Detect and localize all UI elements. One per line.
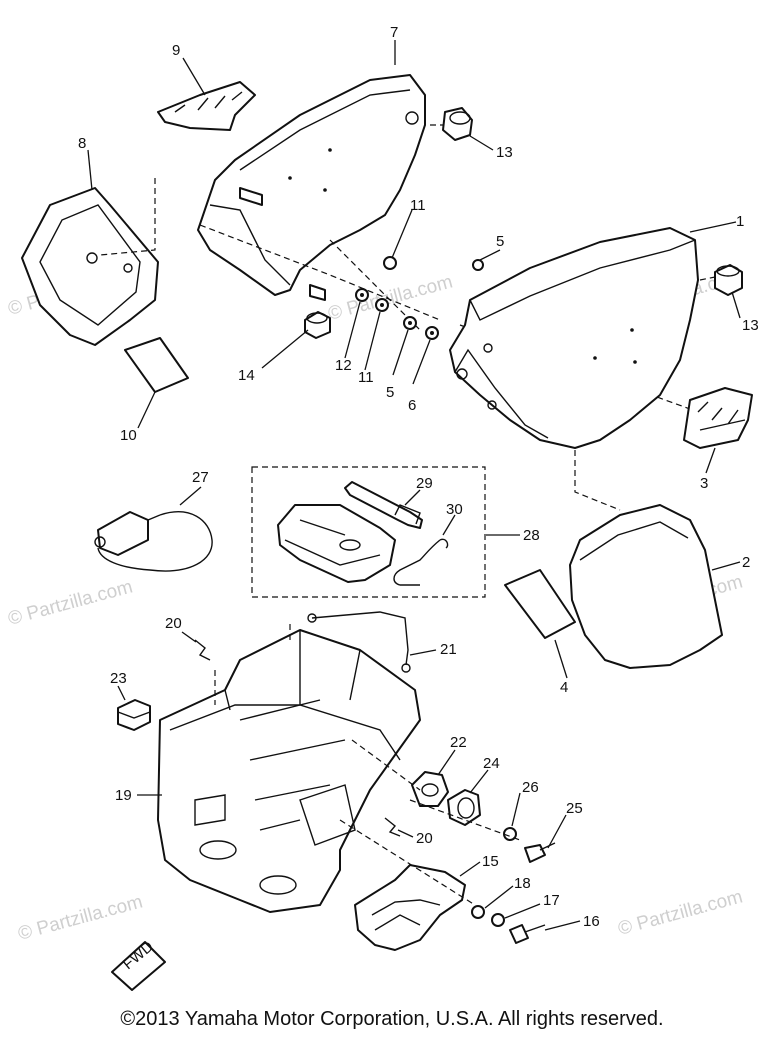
callout-7: 7	[390, 24, 398, 41]
callout-16: 16	[583, 913, 600, 930]
callout-14: 14	[238, 367, 255, 384]
clip-20	[194, 639, 401, 837]
tool-kit-group	[251, 466, 486, 598]
callout-15: 15	[482, 853, 499, 870]
callout-20: 20	[165, 615, 182, 632]
callout-24: 24	[483, 755, 500, 772]
connector-23	[117, 699, 151, 731]
cable-21	[307, 611, 411, 673]
bolt-25-26	[503, 827, 556, 863]
callout-19: 19	[115, 787, 132, 804]
grommet-13	[442, 107, 743, 296]
callout-10: 10	[120, 427, 137, 444]
callout-8: 8	[78, 135, 86, 152]
callout-21: 21	[440, 641, 457, 658]
callout-11: 11	[410, 197, 426, 214]
callout-25: 25	[566, 800, 583, 817]
watermark: © Partzilla.com	[6, 576, 135, 629]
watermark: © Partzilla.com	[16, 891, 145, 944]
pad-10	[124, 337, 189, 393]
callout-5: 5	[386, 384, 394, 401]
callouts: 7 9 8 13 11 1 5 13 14 12 11 5 6 10 3 27 …	[78, 24, 759, 930]
callout-22: 22	[450, 734, 467, 751]
rubber-22	[411, 771, 449, 807]
leader-lines	[87, 40, 741, 931]
callout-17: 17	[543, 892, 560, 909]
side-cover-2	[569, 504, 723, 669]
callout-13: 13	[742, 317, 759, 334]
bracket-8	[21, 187, 159, 346]
callout-4: 4	[560, 679, 568, 696]
fasteners-16-18	[471, 905, 546, 944]
callout-29: 29	[416, 475, 433, 492]
callout-2: 2	[742, 554, 750, 571]
callout-20: 20	[416, 830, 433, 847]
lower-guides	[214, 622, 521, 906]
callout-18: 18	[514, 875, 531, 892]
callout-5: 5	[496, 233, 504, 250]
relay-27	[94, 511, 213, 572]
callout-26: 26	[522, 779, 539, 796]
bracket-15	[354, 864, 466, 951]
pad-4	[504, 569, 576, 639]
callout-3: 3	[700, 475, 708, 492]
washers	[355, 256, 484, 340]
watermark: © Partzilla.com	[326, 271, 455, 324]
left-side-cover	[197, 74, 426, 301]
callout-6: 6	[408, 397, 416, 414]
right-side-cover	[449, 227, 699, 449]
callout-23: 23	[110, 670, 127, 687]
watermark: © Partzilla.com	[616, 886, 745, 939]
callout-11: 11	[358, 369, 374, 386]
callout-28: 28	[523, 527, 540, 544]
callout-9: 9	[172, 42, 180, 59]
callout-27: 27	[192, 469, 209, 486]
copyright-notice: ©2013 Yamaha Motor Corporation, U.S.A. A…	[120, 1008, 664, 1030]
emblem-3	[683, 387, 753, 449]
battery-box-19	[157, 629, 421, 913]
damper-24	[447, 789, 481, 826]
callout-12: 12	[335, 357, 352, 374]
callout-1: 1	[736, 213, 744, 230]
fwd-arrow: FWD	[111, 938, 166, 991]
callout-13: 13	[496, 144, 513, 161]
emblem-9	[157, 81, 256, 131]
callout-30: 30	[446, 501, 463, 518]
grommet-14	[304, 311, 331, 339]
